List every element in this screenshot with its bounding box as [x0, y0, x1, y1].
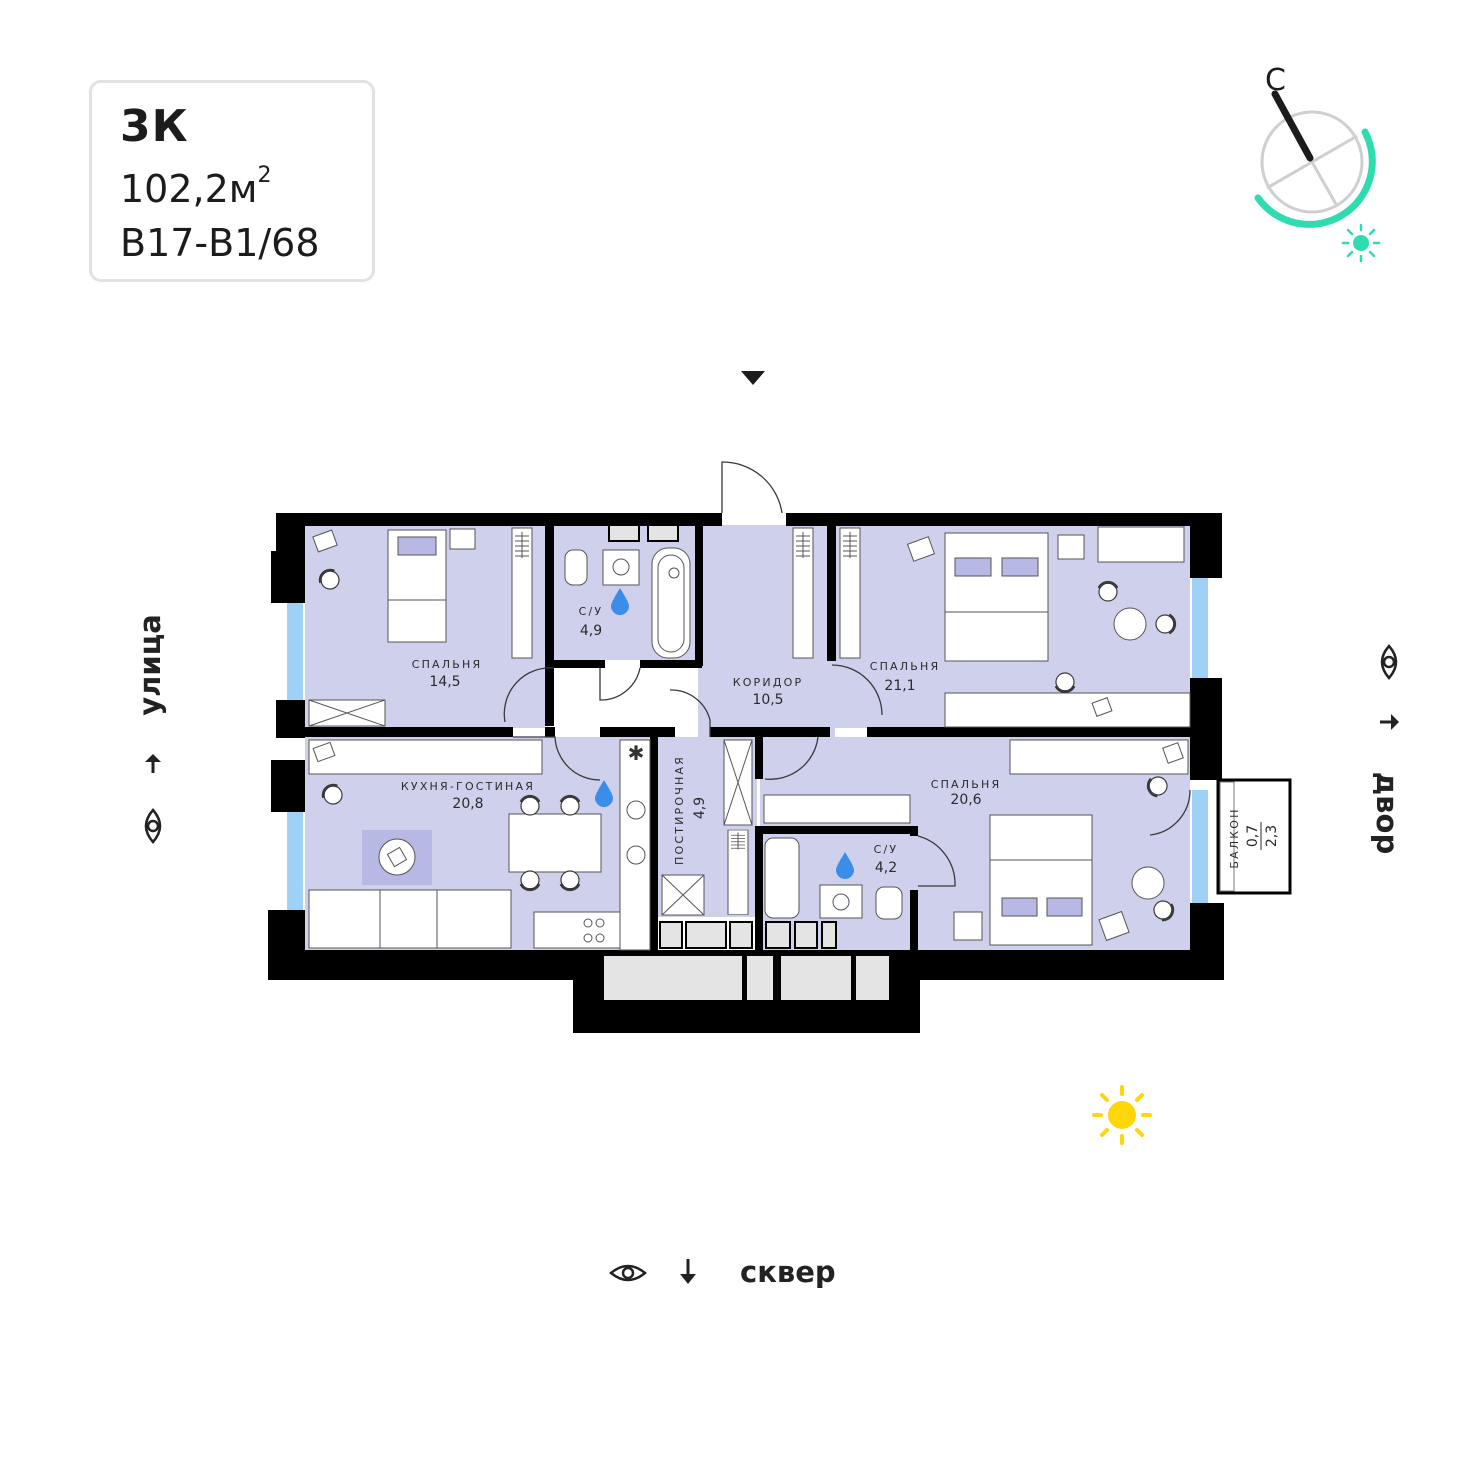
eye-icon [144, 808, 162, 844]
dining-table [508, 813, 602, 873]
service-shaft [602, 954, 891, 1002]
desk [944, 692, 1191, 728]
water-drop-icon [836, 852, 854, 879]
compass: С [1254, 63, 1381, 263]
kitchen-area: 20,8 [452, 796, 483, 812]
bathroom2-name: С/У [874, 843, 899, 856]
toilet-icon [564, 549, 588, 586]
laundry-name: ПОСТИРОЧНАЯ [673, 755, 686, 865]
compass-needle [1271, 90, 1314, 162]
wardrobe-icon [511, 527, 533, 659]
furniture [308, 526, 1191, 951]
eye-icon [609, 1264, 647, 1282]
towel-rail [763, 794, 911, 824]
view-bottom: сквер [609, 1255, 836, 1289]
laundry-area: 4,9 [692, 797, 708, 819]
balcony [1216, 778, 1292, 895]
bedroom3-name: СПАЛЬНЯ [931, 778, 1002, 791]
room-labels: СПАЛЬНЯ 14,5 С/У 4,9 КОРИДОР 10,5 СПАЛЬН… [401, 605, 1280, 876]
bedroom1-area: 14,5 [429, 674, 460, 690]
bedroom1-name: СПАЛЬНЯ [412, 658, 483, 671]
shower-tray [764, 837, 800, 919]
balcony-name: БАЛКОН [1228, 807, 1241, 868]
bathroom1-area: 4,9 [580, 623, 602, 639]
bedroom2-name: СПАЛЬНЯ [870, 660, 941, 673]
double-bed-2 [989, 814, 1093, 946]
water-drop-icon [595, 780, 613, 807]
double-bed [944, 532, 1049, 662]
bathroom1-name: С/У [579, 605, 604, 618]
bathroom2-area: 4,2 [875, 860, 897, 876]
bedroom2-area: 21,1 [884, 678, 915, 694]
view-bottom-label: сквер [740, 1255, 836, 1289]
north-letter: С [1265, 63, 1286, 98]
view-right: двор [1370, 644, 1404, 854]
kitchen-name: КУХНЯ-ГОСТИНАЯ [401, 780, 535, 793]
sofa [308, 889, 512, 949]
view-left-label: улица [133, 614, 167, 716]
kitchen-counter [619, 739, 651, 951]
balcony-area-2: 2,3 [1264, 825, 1280, 847]
entrance-arrow-icon [741, 371, 765, 385]
compass-ring [1260, 110, 1364, 214]
compass-daylight-arc [1254, 128, 1376, 228]
lamp-icon [312, 529, 338, 553]
view-right-label: двор [1370, 772, 1404, 854]
arrow-up-icon [145, 754, 161, 773]
corridor-area: 10,5 [752, 692, 783, 708]
freezer-icon: ✱ [628, 741, 645, 765]
view-left: улица [133, 614, 167, 844]
toilet-2-icon [875, 886, 903, 920]
apartment-info-card: 3К 102,2м2 В17-В1/68 [89, 80, 375, 282]
doors [503, 461, 1191, 887]
arrow-down-icon [680, 1259, 696, 1284]
windows [276, 578, 1222, 910]
bedroom3-area: 20,6 [950, 792, 981, 808]
water-drop-icons [595, 588, 854, 879]
eye-icon [1380, 644, 1398, 680]
balcony-area-1: 0,7 [1245, 825, 1261, 847]
apartment-code: В17-В1/68 [120, 221, 320, 265]
water-drop-icon [611, 588, 629, 615]
arrow-right-icon [1380, 714, 1399, 730]
sun-icon [1092, 1085, 1152, 1145]
sun-small-icon [1341, 223, 1381, 263]
corridor-name: КОРИДОР [733, 676, 804, 689]
apartment-area: 102,2м2 [120, 163, 272, 211]
apartment-type: 3К [120, 101, 189, 152]
